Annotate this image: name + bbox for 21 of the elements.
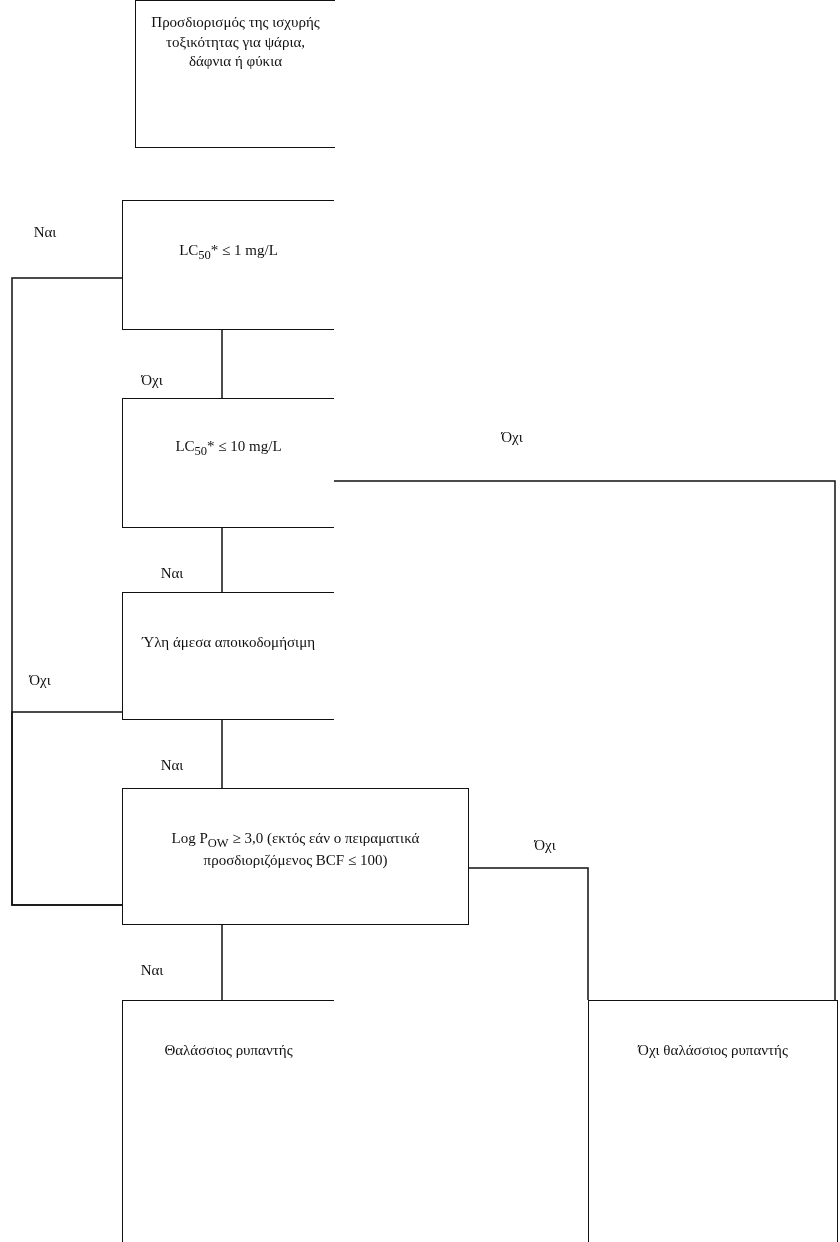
connector-line: [221, 527, 223, 593]
connector-line: [221, 719, 223, 789]
process-box: [122, 200, 334, 330]
process-box: [122, 1000, 334, 1242]
connector-line: [221, 924, 223, 1001]
box-text: Προσδιορισμός της ισχυρής τοξικότητας για ψάρια, δάφνια ή φύκια: [150, 13, 321, 71]
connector-line: [11, 711, 123, 906]
box-text: Log P$_{OW}$ ≥ 3,0 (εκτός εάν ο πειραματικά προσδιοριζόμενος BCF ≤ 100): [170, 829, 421, 871]
process-box: [122, 788, 469, 925]
box-text: Όχι θαλάσσιος ρυπαντής: [638, 1041, 788, 1060]
process-box: [122, 592, 334, 720]
box-text: LC$_{50}$* ≤ 1 mg/L: [179, 241, 278, 264]
process-box: [122, 398, 334, 528]
process-box: [135, 0, 335, 148]
box-text: Ύλη άμεσα αποικοδομήσιμη: [142, 633, 315, 652]
box-text: Θαλάσσιος ρυπαντής: [164, 1041, 293, 1060]
connector-line: [221, 329, 223, 399]
box-text: LC$_{50}$* ≤ 10 mg/L: [175, 437, 282, 460]
connector-line: [468, 867, 589, 1001]
process-box: [588, 1000, 838, 1242]
connector-line: [333, 480, 836, 1001]
